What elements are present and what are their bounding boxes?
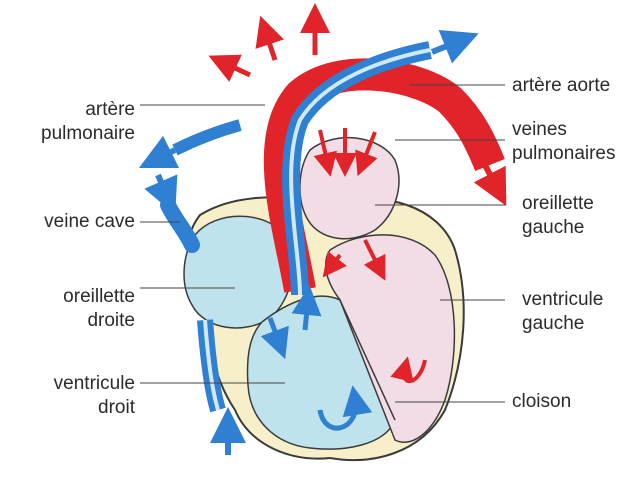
pulmonary-artery-left-branch	[175, 125, 240, 150]
pulmonary-out-arrow-left	[155, 150, 175, 160]
label-cloison: cloison	[512, 390, 571, 414]
vena-cava-top-arrow	[158, 175, 168, 198]
aorta-descending-arrow	[485, 165, 498, 190]
label-oreillette-droite: oreillette droite	[20, 285, 135, 333]
label-artere-aorte: artère aorte	[512, 74, 610, 98]
label-artere-pulmonaire: artère pulmonaire	[30, 98, 135, 146]
pulmonary-out-arrow-right	[432, 40, 462, 52]
vena-cava-upper	[168, 205, 192, 245]
aorta-branch-arrow-1	[222, 62, 250, 75]
label-ventricule-gauche: ventricule gauche	[522, 288, 603, 336]
label-ventricule-droit: ventricule droit	[20, 372, 135, 420]
label-oreillette-gauche: oreillette gauche	[522, 192, 594, 240]
right-ventricle-up-arrow	[305, 300, 308, 330]
label-veines-pulmonaires: veines pulmonaires	[512, 118, 616, 166]
label-veine-cave: veine cave	[20, 210, 135, 234]
aorta-branch-arrow-2	[265, 30, 275, 60]
